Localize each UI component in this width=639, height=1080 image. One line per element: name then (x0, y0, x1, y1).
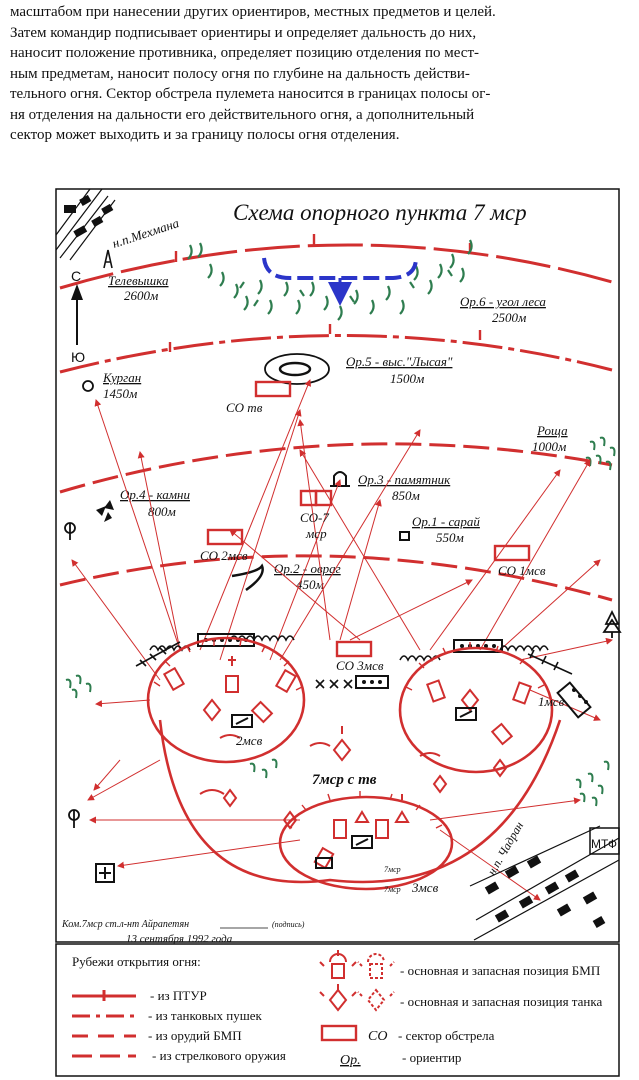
tree-symbols (64, 522, 622, 828)
landmark-or2-name: Ор.2 - овраг (274, 561, 341, 576)
minefields (197, 633, 592, 719)
landmark-roshcha-name: Роща (536, 423, 568, 438)
company-perimeter (158, 719, 562, 884)
compass-north: С (71, 268, 81, 284)
landmark-kurgan-name: Курган (102, 370, 141, 385)
village-mekhmana (55, 188, 116, 261)
sector-co-tv: СО тв (226, 400, 263, 415)
place-chadran: н.п. Чадран (484, 819, 526, 877)
diagram-frame (55, 188, 620, 943)
legend-line-tank: - из танковых пушек (148, 1008, 263, 1023)
landmark-or4-dist: 800м (148, 504, 176, 519)
landmark-or3-dist: 850м (392, 488, 420, 503)
side-shrubs (65, 674, 610, 807)
legend-line-small-arms: - из стрелкового оружия (152, 1048, 286, 1063)
sector-co7-line1: СО-7 (300, 510, 329, 525)
cp-label-a: 7мср (384, 865, 401, 874)
sector-co3: СО 3мсв (336, 658, 384, 673)
fire-line-tank (59, 334, 613, 374)
grove-icon (585, 436, 616, 471)
sector-boxes (206, 380, 531, 658)
paragraph-line: Затем командир подписывает ориентиры и о… (10, 24, 477, 41)
bmp-positions (162, 656, 532, 870)
landmark-tv-dist: 2600м (124, 288, 158, 303)
signature-date: 13 сентября 1992 года (126, 933, 233, 945)
landmark-kurgan-dist: 1450м (103, 386, 137, 401)
legend-line-bmp: - из орудий БМП (148, 1028, 242, 1043)
platoon-3-position (278, 795, 454, 891)
command-posts (231, 707, 477, 869)
cp-label-b: 7мср (384, 885, 401, 894)
legend-or-symbol: Ор. (340, 1053, 361, 1068)
landmark-or6-name: Ор.6 - угол леса (460, 294, 546, 309)
diagram-title: Схема опорного пункта 7 мср (233, 200, 527, 225)
unit-label-2: 2мсв (236, 733, 263, 748)
platoon-1-position (398, 646, 554, 774)
village-chadran (469, 825, 620, 941)
tower-icon (103, 249, 113, 269)
hill-lysaya-icon (264, 353, 330, 385)
fire-line-bmp (59, 442, 613, 494)
compass (71, 284, 83, 345)
paragraph-line: масштабом при нанесении других ориентиро… (10, 4, 496, 20)
sector-co1: СО 1мсв (498, 563, 546, 578)
forest-edge (187, 239, 473, 321)
compass-south: Ю (71, 349, 85, 365)
stones-icon (96, 500, 114, 522)
landmark-or4-name: Ор.4 - камни (120, 487, 190, 502)
legend-line-samples (72, 990, 136, 1058)
legend-line-ptur: - из ПТУР (150, 988, 207, 1003)
landmark-or1-dist: 550м (436, 530, 464, 545)
landmark-or5-dist: 1500м (390, 371, 424, 386)
sector-co7-line2: мср (305, 526, 327, 541)
landmark-or1-name: Ор.1 - сарай (412, 514, 480, 529)
enemy-position (262, 257, 418, 306)
legend-bmp-desc: - основная и запасная позиция БМП (400, 963, 600, 978)
unit-label-1: 1мсв (538, 694, 565, 709)
legend-co-desc: - сектор обстрела (398, 1028, 495, 1043)
paragraph-line: тельного огня. Сектор обстрела пулемета … (10, 86, 491, 102)
landmark-or3-name: Ор.3 - памятник (358, 472, 451, 487)
legend-co-symbol: СО (368, 1029, 387, 1044)
unit-label-main: 7мср с тв (312, 772, 377, 788)
legend-tank-symbols (319, 984, 395, 1012)
place-mekhmana: н.п.Мехмана (110, 215, 181, 251)
paragraph-line: сектор может выходить и за границу полос… (10, 127, 400, 143)
ravine-icon (231, 563, 264, 592)
landmark-roshcha-dist: 1000м (532, 439, 566, 454)
place-mtf: МТФ (591, 837, 617, 851)
landmark-tv-name: Телевышка (108, 273, 169, 288)
platoon-2-position (146, 636, 306, 764)
body-paragraph: масштабом при нанесении других ориентиро… (10, 2, 629, 146)
fire-line-ptur (59, 243, 613, 290)
trench-hatching (153, 639, 545, 829)
paragraph-line: ня отделения на дальности его действител… (10, 106, 475, 123)
monument-icon (330, 471, 350, 487)
unit-label-3: 3мсв (411, 880, 439, 895)
platoon-strongpoints (146, 636, 554, 891)
landmark-or5-name: Ор.5 - выс."Лысая" (346, 354, 453, 369)
legend-bmp-symbols (319, 950, 395, 979)
fire-line-small-arms (59, 554, 613, 602)
paragraph-line: наносит положение противника, определяет… (10, 45, 479, 61)
landmark-or2-dist: 450м (296, 577, 324, 592)
legend-frame (55, 943, 620, 1077)
tank-positions (202, 688, 508, 830)
paragraph-line: ным предметам, наносит полосу огня по гл… (10, 65, 470, 82)
sector-co2: СО 2мсв (200, 548, 248, 563)
landmark-or6-dist: 2500м (492, 310, 526, 325)
fire-lines (59, 243, 613, 602)
signature-line1: Ком.7мср ст.л-нт Айрапетян (61, 919, 189, 930)
observation-points (199, 734, 441, 795)
fire-sector-lines (71, 379, 613, 901)
legend-co-symbol-box (320, 1024, 358, 1042)
medical-post-icon (95, 863, 115, 883)
legend-title: Рубежи открытия огня: (72, 954, 201, 969)
barn-icon (399, 531, 410, 541)
legend-or-desc: - ориентир (402, 1050, 461, 1065)
legend-tank-desc: - основная и запасная позиция танка (400, 994, 602, 1009)
signature-sign: (подпись) (272, 920, 305, 929)
kurgan-icon (82, 380, 94, 392)
